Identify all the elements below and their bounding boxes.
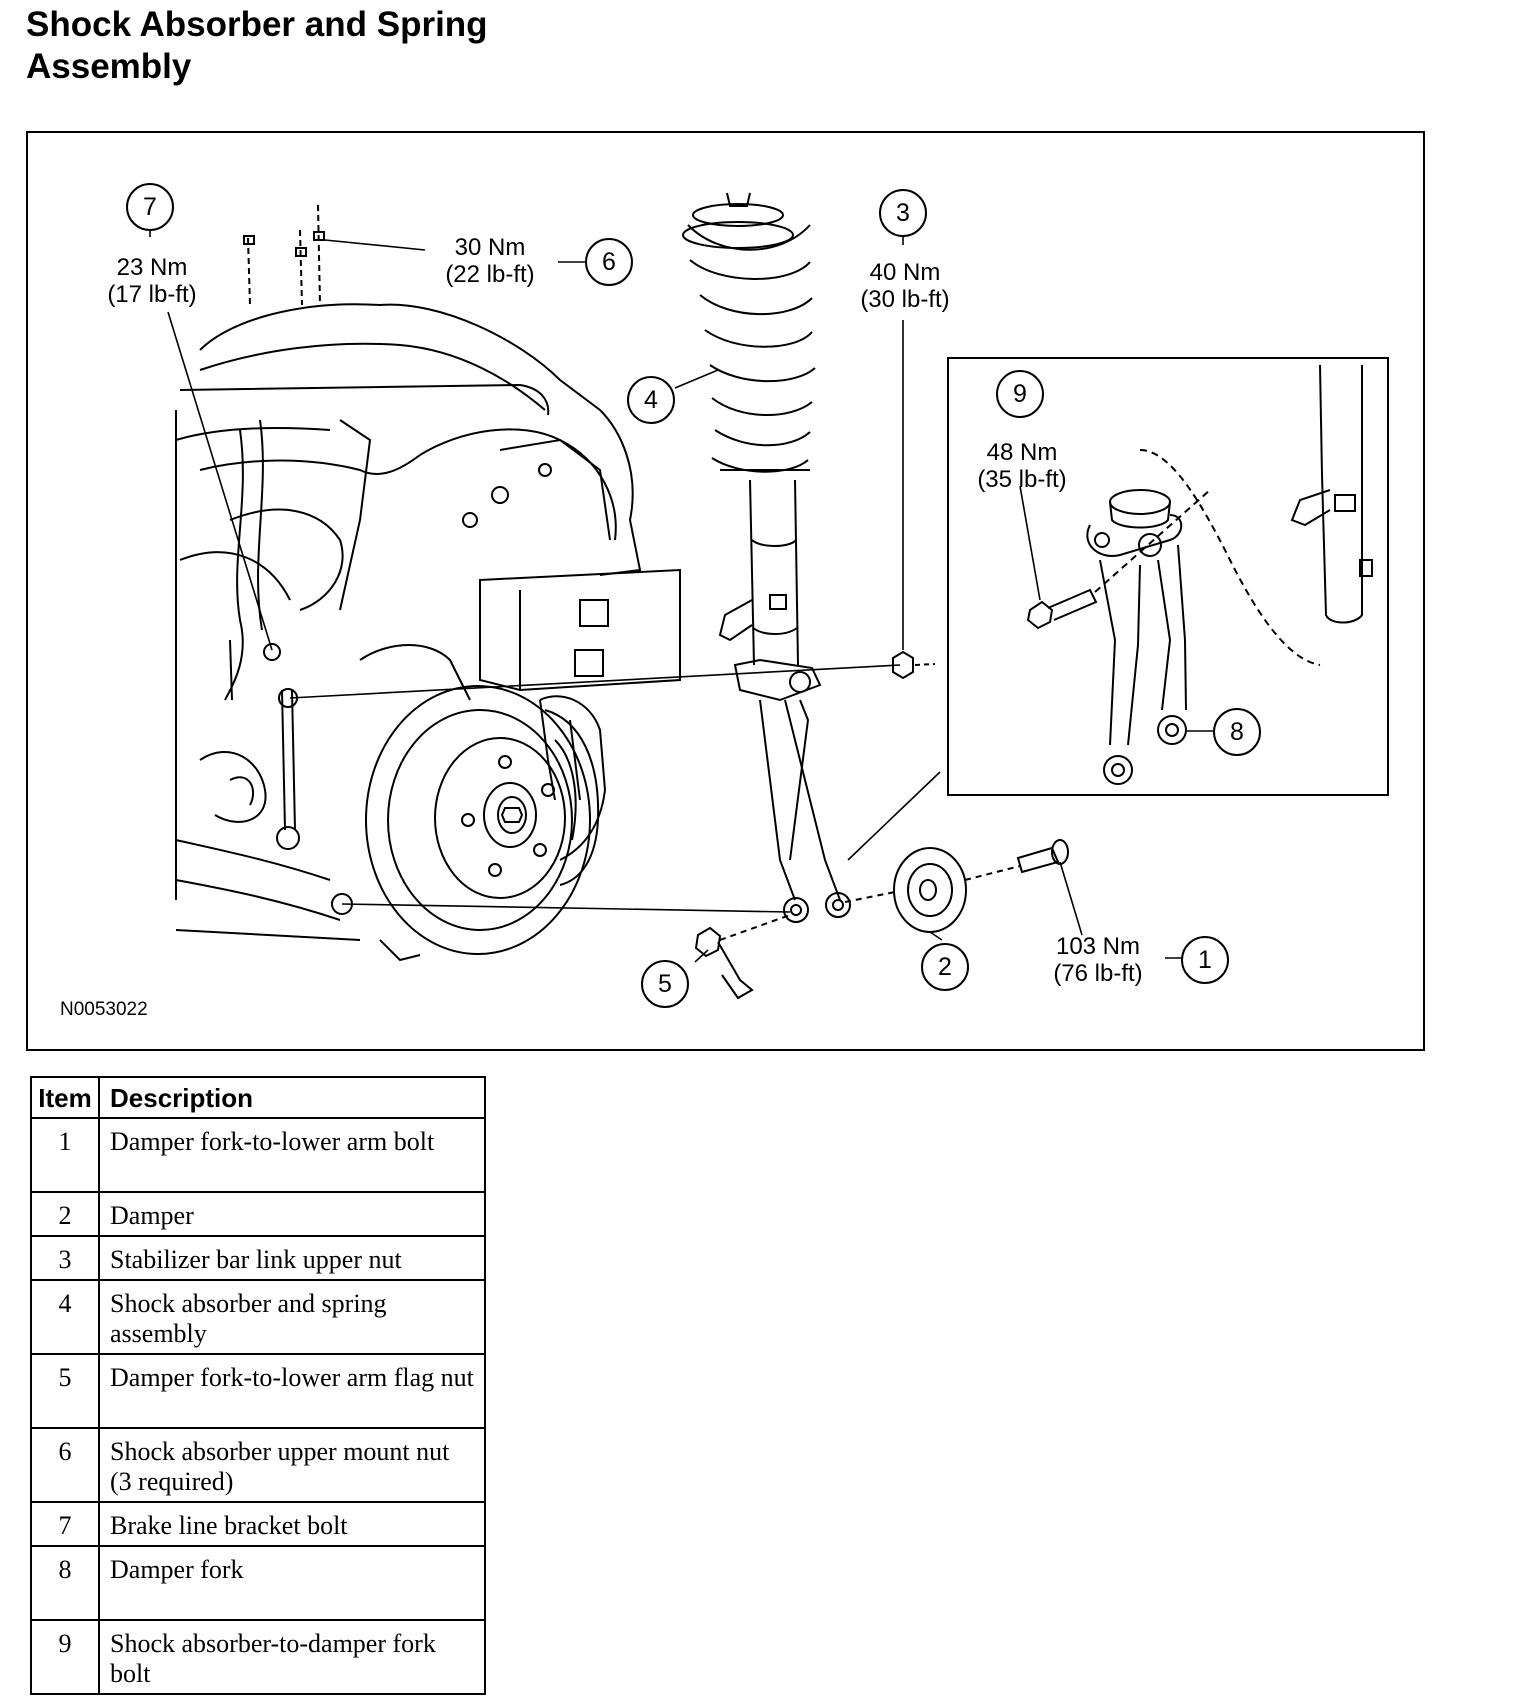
- item-description-table: Item Description 1 Damper fork-to-lower …: [30, 1076, 486, 1695]
- stabilizer-nut-illustration: [892, 650, 936, 680]
- item-number: 7: [30, 1501, 100, 1547]
- callout-6: 6 30 Nm (22 lb-ft): [445, 234, 633, 288]
- callout-7: 7 23 Nm (17 lb-ft): [107, 183, 197, 308]
- svg-text:3: 3: [896, 199, 910, 227]
- table-row: 7 Brake line bracket bolt: [30, 1501, 486, 1547]
- shock-absorber-and-spring-assembly: [682, 192, 851, 923]
- column-header-item: Item: [30, 1076, 100, 1119]
- leader-lines: [149, 230, 1222, 963]
- item-number: 1: [30, 1117, 100, 1193]
- table-row: 2 Damper: [30, 1191, 486, 1237]
- figure-id: N0053022: [60, 999, 148, 1020]
- table-row: 9 Shock absorber-to-damper fork bolt: [30, 1619, 486, 1695]
- item-description: Brake line bracket bolt: [98, 1501, 486, 1547]
- torque-9-lbft: (35 lb-ft): [977, 466, 1066, 493]
- svg-text:5: 5: [658, 970, 672, 998]
- item-description: Damper fork-to-lower arm flag nut: [98, 1353, 486, 1429]
- svg-text:1: 1: [1198, 946, 1212, 974]
- page-title: Shock Absorber and Spring Assembly: [26, 4, 726, 88]
- torque-3-nm: 40 Nm: [870, 259, 941, 286]
- item-number: 4: [30, 1279, 100, 1355]
- item-number: 9: [30, 1619, 100, 1695]
- callout-8: 8: [1213, 708, 1261, 756]
- exploded-view-diagram: 7 23 Nm (17 lb-ft) 6 30 Nm (22 lb-ft) 3 …: [26, 131, 1425, 1051]
- table-row: 1 Damper fork-to-lower arm bolt: [30, 1117, 486, 1193]
- svg-text:6: 6: [602, 248, 616, 276]
- table-row: 6 Shock absorber upper mount nut (3 requ…: [30, 1427, 486, 1503]
- table-row: 3 Stabilizer bar link upper nut: [30, 1235, 486, 1281]
- item-number: 2: [30, 1191, 100, 1237]
- item-number: 8: [30, 1545, 100, 1621]
- torque-1-nm: 103 Nm: [1056, 933, 1140, 960]
- torque-9-nm: 48 Nm: [987, 439, 1058, 466]
- callout-5: 5: [641, 960, 689, 1008]
- item-description: Shock absorber-to-damper fork bolt: [98, 1619, 486, 1695]
- table-header-row: Item Description: [30, 1076, 486, 1119]
- table-row: 8 Damper fork: [30, 1545, 486, 1621]
- table-row: 5 Damper fork-to-lower arm flag nut: [30, 1353, 486, 1429]
- flag-nut-illustration: [694, 914, 791, 1000]
- detail-inset-frame: [947, 357, 1389, 796]
- svg-text:7: 7: [143, 193, 157, 221]
- damper-fork-detail-illustration: [1026, 364, 1373, 785]
- callout-1: 1 103 Nm (76 lb-ft): [1053, 933, 1229, 987]
- torque-7-lbft: (17 lb-ft): [107, 281, 196, 308]
- callout-3: 3 40 Nm (30 lb-ft): [860, 189, 950, 313]
- item-number: 5: [30, 1353, 100, 1429]
- item-description: Damper: [98, 1191, 486, 1237]
- callout-9: 9 48 Nm (35 lb-ft): [977, 370, 1067, 493]
- item-description: Damper fork-to-lower arm bolt: [98, 1117, 486, 1193]
- vehicle-body-and-knuckle-illustration: [175, 204, 901, 962]
- item-description: Stabilizer bar link upper nut: [98, 1235, 486, 1281]
- item-description: Damper fork: [98, 1545, 486, 1621]
- damper-and-bolt-illustration: [844, 839, 1069, 933]
- column-header-description: Description: [98, 1076, 486, 1119]
- torque-3-lbft: (30 lb-ft): [860, 286, 949, 313]
- item-description: Shock absorber and spring assembly: [98, 1279, 486, 1355]
- callout-2: 2: [921, 943, 969, 991]
- table-row: 4 Shock absorber and spring assembly: [30, 1279, 486, 1355]
- item-number: 6: [30, 1427, 100, 1503]
- torque-1-lbft: (76 lb-ft): [1053, 960, 1142, 987]
- svg-text:9: 9: [1013, 380, 1027, 408]
- svg-text:8: 8: [1230, 718, 1244, 746]
- item-description: Shock absorber upper mount nut (3 requir…: [98, 1427, 486, 1503]
- diagram-frame: [26, 131, 1425, 1051]
- page-title-line-2: Assembly: [26, 47, 192, 86]
- callout-4: 4: [627, 376, 675, 424]
- torque-7-nm: 23 Nm: [117, 254, 188, 281]
- page-title-line-1: Shock Absorber and Spring: [26, 5, 488, 44]
- torque-6-nm: 30 Nm: [455, 234, 526, 261]
- item-number: 3: [30, 1235, 100, 1281]
- svg-text:4: 4: [644, 386, 658, 414]
- torque-6-lbft: (22 lb-ft): [445, 261, 534, 288]
- svg-text:2: 2: [938, 953, 952, 981]
